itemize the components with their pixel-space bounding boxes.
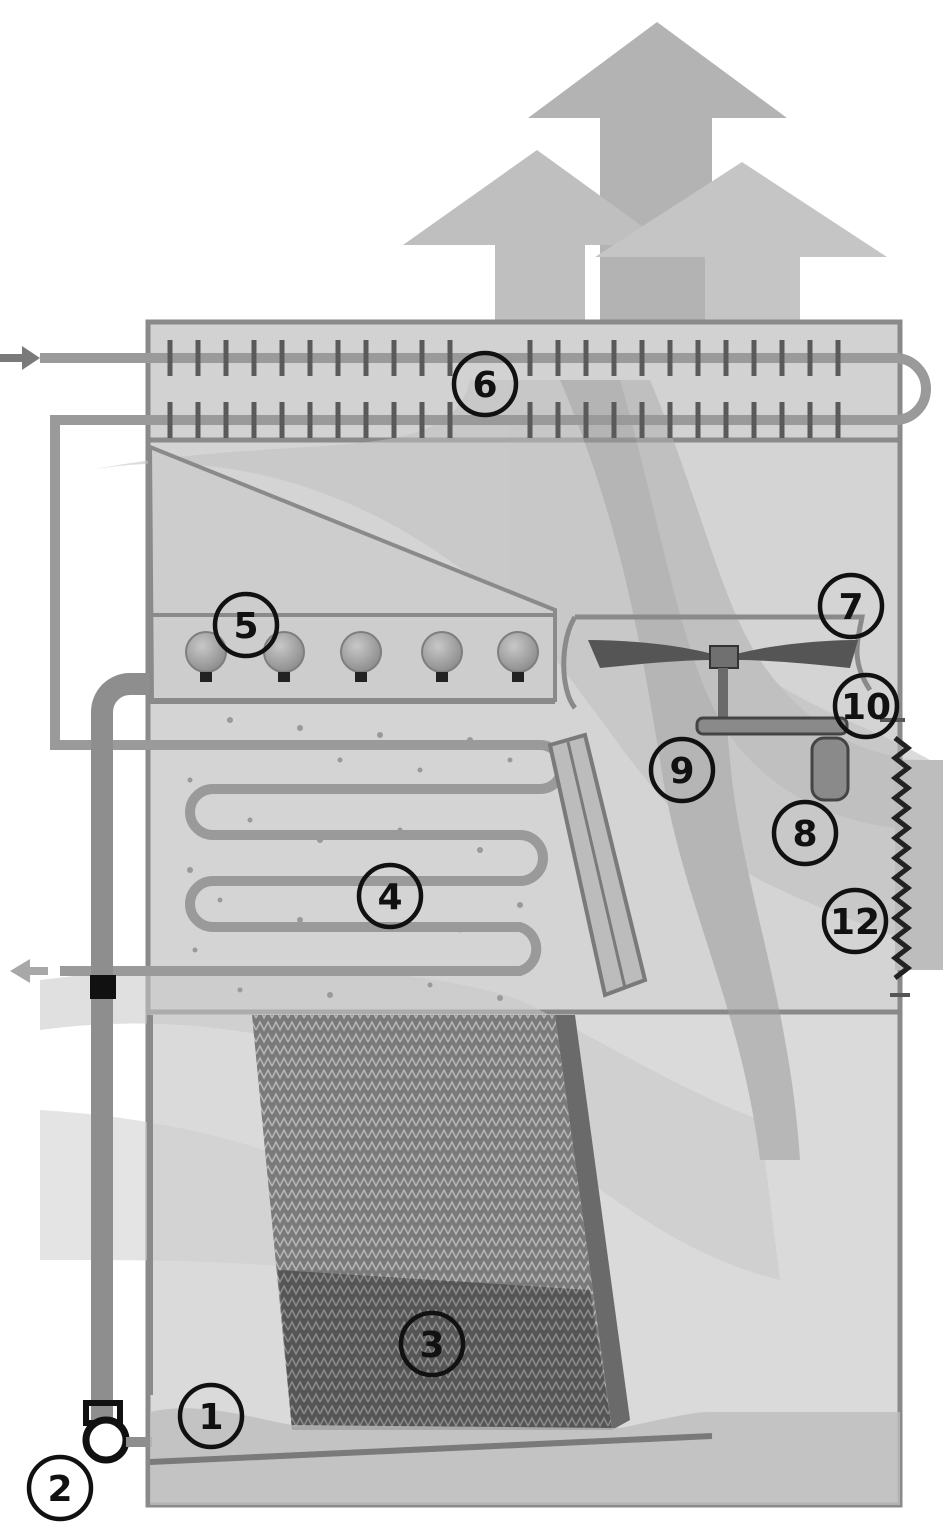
callout-circle: [177, 1382, 245, 1450]
callout-circle: [771, 799, 839, 867]
callout-label-4: 4: [356, 862, 424, 930]
fill-media: [252, 1015, 630, 1430]
finned-coil: [40, 340, 931, 976]
callout-circle: [648, 736, 716, 804]
basin-water: [149, 1408, 900, 1505]
callout-number: 3: [419, 1325, 444, 1366]
fan-blade-right: [736, 640, 858, 668]
callout-number: 10: [841, 687, 891, 728]
spray-nozzle: [340, 631, 382, 682]
exhaust-air-arrows: [403, 22, 887, 420]
callout-number: 5: [233, 606, 258, 647]
callout-circle: [451, 350, 519, 418]
drive-assembly: [695, 668, 850, 802]
pipe-valve: [90, 975, 116, 999]
callout-circle: [398, 1310, 466, 1378]
callout-circle: [821, 887, 889, 955]
callout-circle: [356, 862, 424, 930]
callout-label-1: 1: [177, 1382, 245, 1450]
intake-louvre: [880, 718, 943, 997]
pump: [82, 1400, 152, 1464]
fan-assembly: [561, 614, 873, 710]
spray-nozzle: [421, 631, 463, 682]
inlet-arrow: [0, 346, 40, 370]
spray-nozzle: [185, 631, 227, 682]
riser-pipe: [90, 673, 150, 1440]
motor: [810, 736, 850, 802]
callout-number: 7: [838, 587, 863, 628]
callout-label-5: 5: [212, 591, 280, 659]
callout-number: 4: [377, 877, 402, 918]
fan-hub: [709, 645, 739, 669]
callout-number: 9: [669, 751, 694, 792]
fan-blade-left: [588, 640, 712, 668]
callout-circle: [26, 1454, 94, 1522]
drive-belt: [695, 716, 849, 736]
callout-label-12: 12: [821, 887, 889, 955]
callout-circle: [212, 591, 280, 659]
eliminator-panel: [547, 732, 648, 998]
air-arrow-left: [403, 150, 668, 420]
callout-circle: [817, 572, 885, 640]
air-arrow-right: [595, 162, 887, 420]
callout-number: 6: [472, 365, 497, 406]
spray-nozzle: [497, 631, 539, 682]
callout-number: 1: [198, 1397, 223, 1438]
callout-number: 2: [47, 1469, 72, 1510]
callout-label-7: 7: [817, 572, 885, 640]
callout-number: 8: [792, 814, 817, 855]
callout-label-6: 6: [451, 350, 519, 418]
callout-number: 12: [830, 902, 880, 943]
callout-circle: [832, 672, 900, 740]
outlet-arrow: [10, 959, 48, 983]
callout-label-3: 3: [398, 1310, 466, 1378]
callout-label-10: 10: [832, 672, 900, 740]
callout-label-2: 2: [26, 1454, 94, 1522]
callout-label-8: 8: [771, 799, 839, 867]
callout-label-9: 9: [648, 736, 716, 804]
